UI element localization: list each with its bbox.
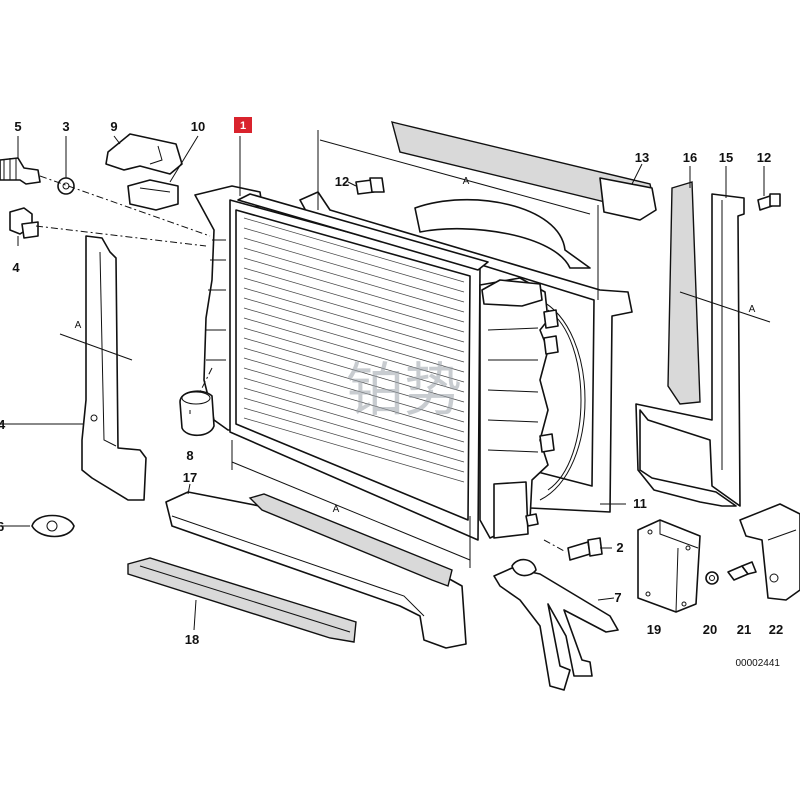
screw-part-12-a xyxy=(355,177,385,195)
air-duct-part-17 xyxy=(165,491,467,649)
alignment-lines xyxy=(35,175,567,553)
dimension-labels: A A A A xyxy=(75,176,756,515)
callout-4-left-edge: 4 xyxy=(0,417,6,432)
washer-part-20 xyxy=(705,571,719,585)
dimension-label-right: A xyxy=(749,304,756,315)
callout-12-a: 12 xyxy=(335,174,349,189)
callout-10: 10 xyxy=(191,119,205,134)
bracket-part-15 xyxy=(635,193,745,507)
module-part-19 xyxy=(637,519,701,613)
dimension-label-bottom: A xyxy=(333,504,340,515)
callout-9: 9 xyxy=(110,119,117,134)
callout-15: 15 xyxy=(719,150,733,165)
clip-part-9 xyxy=(105,133,183,175)
seal-strip-part-18 xyxy=(127,557,357,643)
callout-1-highlight xyxy=(234,117,252,133)
callout-12-b: 12 xyxy=(757,150,771,165)
bolt-part-21 xyxy=(727,561,757,581)
screw-part-12-b xyxy=(757,193,781,211)
callout-6: 6 xyxy=(0,519,4,534)
mounting-bracket-part-7 xyxy=(493,558,619,691)
callout-20: 20 xyxy=(703,622,717,637)
callout-5: 5 xyxy=(14,119,21,134)
clip-part-10 xyxy=(127,179,179,211)
bracket-part-22 xyxy=(739,503,800,601)
screw-part-2 xyxy=(567,537,603,561)
radiator-part-1 xyxy=(194,185,559,541)
plug-part-4 xyxy=(9,207,39,239)
radiator-core-fins xyxy=(243,217,465,483)
callout-22: 22 xyxy=(769,622,783,637)
document-id: 00002441 xyxy=(736,658,781,669)
callout-1: 1 xyxy=(240,120,246,132)
callout-2: 2 xyxy=(616,540,623,555)
leader-lines xyxy=(0,135,765,631)
callout-numbers: 1 5 3 9 10 4 12 13 16 15 12 8 17 11 2 7 … xyxy=(0,117,783,647)
callout-4: 4 xyxy=(12,260,20,275)
callout-16: 16 xyxy=(683,150,697,165)
callout-7: 7 xyxy=(614,590,621,605)
callout-11: 11 xyxy=(633,496,647,511)
watermark: 铂势 xyxy=(346,356,462,424)
seal-strip-part-13 xyxy=(391,121,657,221)
callout-18: 18 xyxy=(185,632,199,647)
washer-part-3 xyxy=(57,177,75,195)
callout-19: 19 xyxy=(647,622,661,637)
callout-21: 21 xyxy=(737,622,751,637)
callout-3: 3 xyxy=(62,119,69,134)
dimension-label-top: A xyxy=(463,176,470,187)
air-duct-bracket-left xyxy=(81,235,147,501)
dimension-label-left: A xyxy=(75,320,82,331)
callout-13: 13 xyxy=(635,150,649,165)
dimension-lines xyxy=(59,130,771,568)
callout-8: 8 xyxy=(186,448,193,463)
rubber-mount-part-8 xyxy=(179,390,215,437)
clamp-part-6 xyxy=(31,514,75,538)
callout-17: 17 xyxy=(183,470,197,485)
temperature-sensor-part-5 xyxy=(0,157,41,185)
